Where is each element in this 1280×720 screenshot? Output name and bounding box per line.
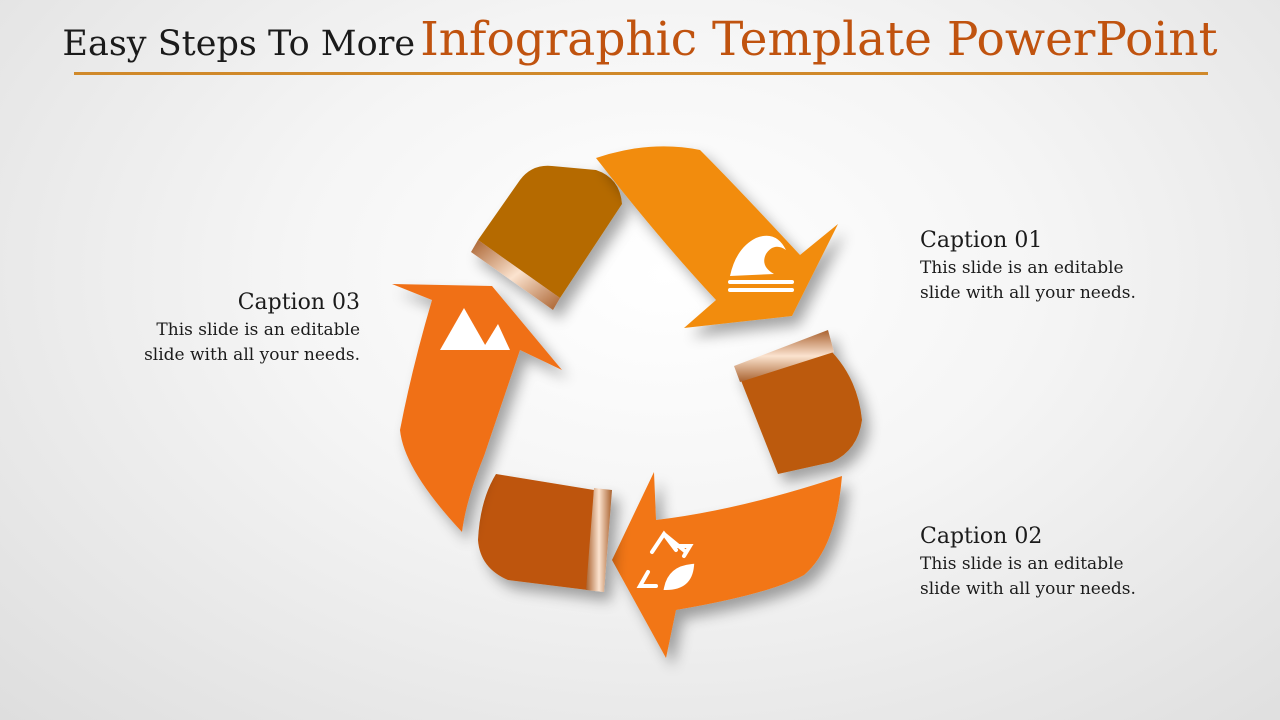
recycle-leaf-icon xyxy=(636,530,695,591)
title-accent-text: Infographic Template PowerPoint xyxy=(420,12,1218,67)
caption-2-title: Caption 02 xyxy=(920,524,1043,549)
caption-block-1: Caption 01 This slide is an editable sli… xyxy=(920,226,1180,306)
tab-segment-2 xyxy=(734,330,862,474)
arrow-segment-3 xyxy=(392,284,562,532)
tab-segment-1 xyxy=(471,165,622,310)
title-underline xyxy=(74,72,1208,75)
arrow-segment-2 xyxy=(612,472,842,658)
wave-icon xyxy=(728,235,794,292)
tab-segment-3 xyxy=(478,474,612,592)
title-plain-text: Easy Steps To More xyxy=(62,24,416,64)
arrow-segment-1 xyxy=(596,146,838,328)
caption-1-line-1: This slide is an editable xyxy=(920,258,1124,278)
caption-block-2: Caption 02 This slide is an editable sli… xyxy=(920,522,1180,602)
caption-3-line-1: This slide is an editable xyxy=(156,320,360,340)
caption-2-line-1: This slide is an editable xyxy=(920,554,1124,574)
caption-2-line-2: slide with all your needs. xyxy=(920,579,1136,599)
caption-block-3: Caption 03 This slide is an editable sli… xyxy=(100,288,360,368)
mountain-icon xyxy=(440,308,510,350)
caption-1-title: Caption 01 xyxy=(920,228,1043,253)
caption-3-title: Caption 03 xyxy=(237,290,360,315)
caption-1-line-2: slide with all your needs. xyxy=(920,283,1136,303)
caption-3-line-2: slide with all your needs. xyxy=(144,345,360,365)
slide-title: Easy Steps To More Infographic Template … xyxy=(0,12,1280,67)
